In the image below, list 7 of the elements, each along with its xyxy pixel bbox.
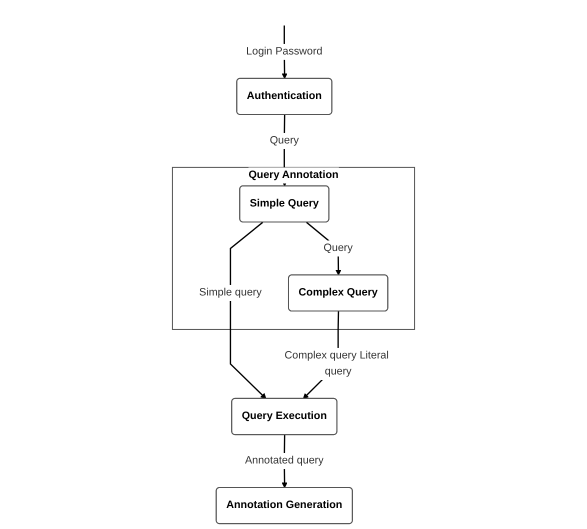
edge-label: Simple query — [199, 286, 262, 298]
edge-label: Login Password — [246, 46, 322, 58]
edge-label: Annotated query — [244, 455, 324, 466]
edge-label: Complex query Literal query — [284, 350, 389, 378]
edge-label: Query — [324, 242, 353, 254]
edge-label: Query — [270, 134, 299, 146]
arrow — [230, 222, 266, 400]
